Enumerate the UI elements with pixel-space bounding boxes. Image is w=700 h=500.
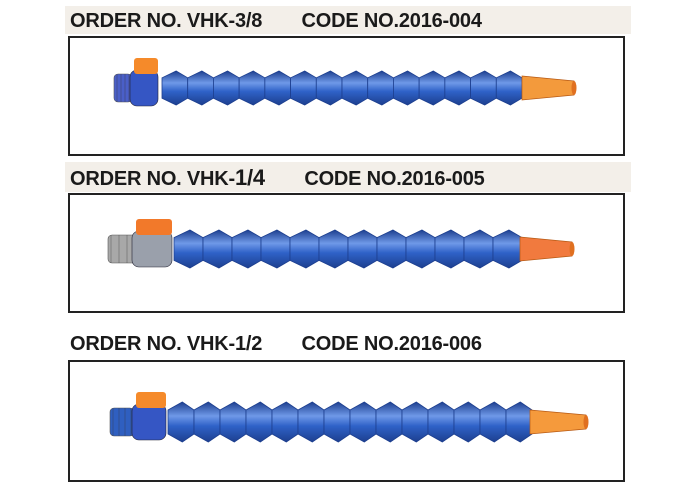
valve-handle	[134, 58, 158, 74]
item-1-heading: ORDER NO. VHK-3/8 CODE NO.2016-004	[70, 9, 482, 33]
hose-segment	[463, 229, 494, 269]
hose-segment	[434, 229, 465, 269]
hose-segment	[289, 229, 320, 269]
hose-segment	[187, 70, 214, 106]
hose-segment	[290, 70, 317, 106]
item-3-hose-image	[109, 392, 589, 443]
item-3-code: CODE NO.2016-006	[301, 333, 482, 355]
hose-segment	[418, 70, 446, 106]
hose-segment	[238, 70, 266, 106]
hose-segment	[245, 401, 273, 443]
item-1-order-label: ORDER NO. VHK-	[70, 10, 235, 32]
hose-segment	[213, 70, 240, 106]
fitting-thread	[109, 407, 135, 437]
hose-segment	[495, 70, 523, 106]
background-tint-top	[65, 6, 631, 34]
item-3-heading: ORDER NO. VHK-1/2 CODE NO.2016-006	[70, 332, 482, 356]
hose-segment	[427, 401, 455, 443]
background-tint-mid	[65, 162, 631, 192]
hose-segment	[264, 70, 291, 106]
item-2-hose-image	[107, 219, 575, 269]
item-2-order-label: ORDER NO. VHK-	[70, 168, 235, 190]
item-2-order-size: 1/4	[234, 165, 265, 190]
hose-segment	[479, 401, 507, 443]
hose-segment	[231, 229, 262, 269]
item-2-product-frame	[68, 193, 625, 313]
nozzle	[519, 236, 573, 262]
nozzle	[529, 409, 587, 435]
hose-segment	[271, 401, 299, 443]
hose-segment	[260, 229, 291, 269]
hose-segment	[375, 401, 403, 443]
hose-segment	[505, 401, 533, 443]
item-1-code: CODE NO.2016-004	[301, 10, 482, 32]
hose-segment	[315, 70, 343, 106]
item-3-product-frame	[68, 360, 625, 482]
hose-segment	[347, 229, 378, 269]
hose-segment	[376, 229, 407, 269]
hose-segment	[401, 401, 429, 443]
valve-handle	[136, 392, 166, 408]
hose-segment	[193, 401, 221, 443]
item-2-heading: ORDER NO. VHK-1/4 CODE NO.2016-005	[70, 166, 485, 191]
nozzle	[521, 75, 575, 101]
item-2-code: CODE NO.2016-005	[304, 168, 485, 190]
nozzle-tip	[583, 415, 589, 429]
hose-segment	[219, 401, 247, 443]
hose-segment	[492, 229, 523, 269]
nozzle-tip	[569, 242, 575, 256]
valve-handle	[136, 219, 172, 235]
item-3-order-label: ORDER NO. VHK-	[70, 333, 235, 355]
hose-segment	[367, 70, 394, 106]
item-1-order-size: 3/8	[234, 10, 263, 32]
valve-body	[131, 230, 173, 268]
hose-segment	[444, 70, 471, 106]
nozzle-tip	[571, 81, 577, 95]
item-1-product-frame	[68, 36, 625, 156]
hose-segment	[453, 401, 481, 443]
hose-segment	[393, 70, 420, 106]
hose-segment	[318, 229, 349, 269]
hose-segment	[167, 401, 195, 443]
item-3-order-size: 1/2	[234, 333, 263, 355]
hose-segment	[405, 229, 436, 269]
hose-segment	[341, 70, 369, 106]
hose-segment	[173, 229, 204, 269]
hose-segment	[349, 401, 377, 443]
hose-segment	[297, 401, 325, 443]
hose-segment	[202, 229, 233, 269]
hose-segment	[161, 70, 189, 106]
valve-body	[129, 69, 159, 107]
hose-segment	[323, 401, 351, 443]
valve-body	[131, 403, 167, 441]
hose-segment	[470, 70, 497, 106]
item-1-hose-image	[113, 58, 577, 107]
